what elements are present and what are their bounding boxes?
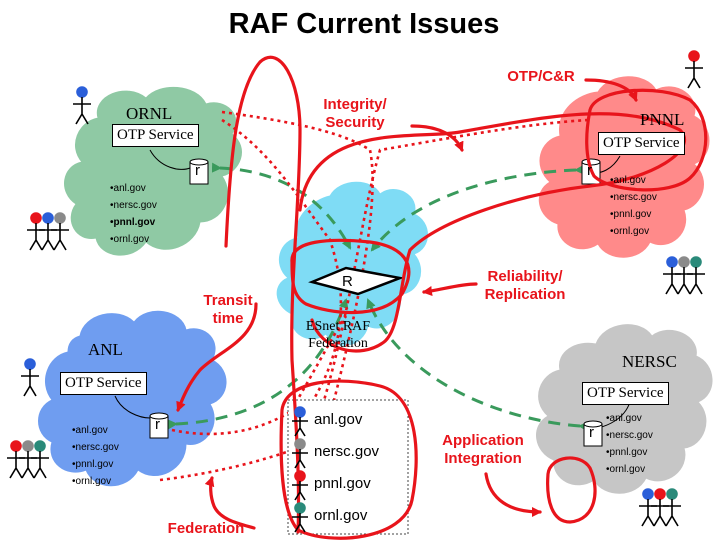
anl-site-name: ANL [88,340,123,359]
pnnl-domain-list: anl.gov nersc.gov pnnl.gov ornl.gov [610,172,657,240]
otp-cr-annotation: OTP/C&R [507,68,575,85]
list-item: pnnl.gov [314,475,371,492]
transit-line2: time [212,310,244,327]
list-item: nersc.gov [314,443,380,460]
integrity-line1: Integrity/ [323,96,387,113]
link-pnnl-center [370,164,585,252]
esnet-federation-label: ESnet RAF Federation [288,318,388,352]
application-arrow [484,472,542,517]
federation-list-box [287,399,409,535]
list-item: nersc.gov [110,197,157,214]
list-item: ornl.gov [610,223,657,240]
ornl-replica-cylinder [189,158,209,185]
ornl-service-connector [149,149,191,170]
esnet-label-line2: Federation [308,336,368,351]
federation-ring [279,379,418,540]
anl-otp-service[interactable]: OTP Service [60,372,147,395]
reliability-arrow [422,282,478,296]
nersc-otp-service[interactable]: OTP Service [582,382,669,405]
list-item: nersc.gov [610,189,657,206]
pnnl-otp-ring [585,88,708,192]
anl-replica-cylinder [149,412,169,439]
transit-time-stroke [224,55,302,534]
federation-arrow [204,476,256,530]
ornl-site-name: ORNL [126,104,173,123]
application-integration-annotation: Application Integration [428,432,538,468]
link-nersc-center [366,298,589,432]
reliability-line2: Replication [484,286,566,303]
anl-cloud [38,310,227,487]
application-line2: Integration [444,450,522,467]
nersc-domain-list: anl.gov nersc.gov pnnl.gov ornl.gov [606,410,653,478]
integrity-line2: Security [325,114,385,131]
ornl-otp-service[interactable]: OTP Service [112,124,199,147]
transit-line1: Transit [203,292,253,309]
list-item: pnnl.gov [72,456,119,473]
nersc-site-name: NERSC [622,352,677,371]
list-item: anl.gov [72,422,119,439]
integrity-security-annotation: Integrity/ Security [300,96,410,132]
list-item: anl.gov [606,410,653,427]
page-title: RAF Current Issues [228,8,500,40]
list-item: nersc.gov [72,439,119,456]
list-item: ornl.gov [72,473,119,490]
esnet-label-line1: ESnet RAF [305,319,371,334]
list-item: pnnl.gov [110,214,157,231]
reliability-line1: Reliability/ [487,268,563,285]
nersc-replica-cylinder [583,420,603,447]
router-label: R [342,273,353,290]
list-item: ornl.gov [110,231,157,248]
list-item: anl.gov [110,180,157,197]
list-item: ornl.gov [314,507,368,524]
router-diamond[interactable] [308,266,405,296]
ornl-replica-label: r [195,162,200,179]
list-item: pnnl.gov [606,444,653,461]
application-line1: Application [442,432,524,449]
link-anl-center [167,298,349,430]
list-item: pnnl.gov [610,206,657,223]
anl-domain-list: anl.gov nersc.gov pnnl.gov ornl.gov [72,422,119,490]
person-icon [7,50,705,533]
ornl-domain-list: anl.gov nersc.gov pnnl.gov ornl.gov [110,180,157,248]
otp-cr-arrow [584,78,638,102]
pnnl-otp-service[interactable]: OTP Service [598,132,685,155]
application-ring [546,456,597,524]
anl-transit-stroke [176,302,258,412]
federation-list: anl.gov nersc.gov pnnl.gov ornl.gov [314,404,379,532]
federation-annotation: Federation [167,520,245,537]
reliability-ring [290,238,411,315]
nersc-replica-label: r [589,424,594,441]
anl-replica-label: r [155,416,160,433]
pnnl-site-name: PNNL [640,110,685,129]
integrity-arrow [410,124,464,152]
list-item: nersc.gov [606,427,653,444]
pnnl-replica-label: r [587,162,592,179]
reliability-replication-annotation: Reliability/ Replication [470,268,580,304]
transit-time-annotation: Transit time [190,292,266,328]
list-item: anl.gov [314,411,363,428]
list-item: ornl.gov [606,461,653,478]
anl-service-connector [114,395,151,419]
list-item: anl.gov [610,172,657,189]
